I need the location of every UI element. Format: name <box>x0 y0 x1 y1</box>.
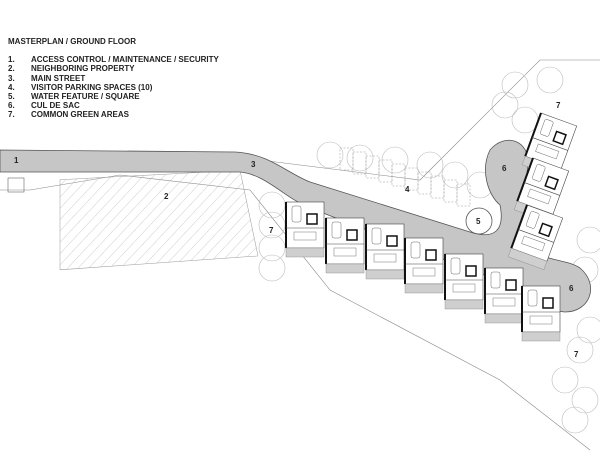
house-unit <box>484 267 524 324</box>
tree-icon <box>416 151 444 179</box>
legend-number: 1. <box>8 55 15 65</box>
house-unit <box>521 285 561 342</box>
legend-number: 6. <box>8 101 15 111</box>
tree-icon <box>491 91 519 119</box>
label-access: 1 <box>14 156 19 165</box>
parking-space <box>391 163 406 187</box>
tree-icon <box>571 386 599 414</box>
legend-label: NEIGHBORING PROPERTY <box>31 64 135 74</box>
legend-label: ACCESS CONTROL / MAINTENANCE / SECURITY <box>31 55 219 65</box>
legend-item: 1. ACCESS CONTROL / MAINTENANCE / SECURIT… <box>8 55 219 64</box>
house-unit <box>285 201 325 258</box>
legend-number: 5. <box>8 92 15 102</box>
plan-title: MASTERPLAN / GROUND FLOOR <box>8 37 136 46</box>
house-unit <box>365 223 405 280</box>
tree-icon <box>258 234 286 262</box>
legend-item: 7. COMMON GREEN AREAS <box>8 110 219 119</box>
legend-label: CUL DE SAC <box>31 101 80 111</box>
label-green-south: 7 <box>574 350 579 359</box>
legend-label: COMMON GREEN AREAS <box>31 110 129 120</box>
legend-item: 2. NEIGHBORING PROPERTY <box>8 64 219 73</box>
tree-icon <box>501 71 529 99</box>
legend-label: VISITOR PARKING SPACES (10) <box>31 82 153 92</box>
tree-icon <box>346 144 374 172</box>
site-boundary-north <box>259 59 600 181</box>
legend-label: WATER FEATURE / SQUARE <box>31 92 140 102</box>
tree-icon <box>566 336 594 364</box>
tree-icon <box>381 146 409 174</box>
label-green-north: 7 <box>556 101 561 110</box>
label-culdesac-south: 6 <box>569 284 574 293</box>
neighboring-property <box>59 169 259 271</box>
house-unit <box>404 237 444 294</box>
tree-icon <box>258 191 286 219</box>
parking-space <box>378 159 393 183</box>
legend-item: 6. CUL DE SAC <box>8 101 219 110</box>
legend-item: 4. VISITOR PARKING SPACES (10) <box>8 83 219 92</box>
parking-space <box>443 179 458 203</box>
legend-number: 2. <box>8 64 15 74</box>
access-building <box>7 177 25 193</box>
parking-space <box>430 175 445 199</box>
legend-item: 5. WATER FEATURE / SQUARE <box>8 92 219 101</box>
tree-icon <box>576 226 600 254</box>
legend-number: 3. <box>8 73 15 83</box>
tree-icon <box>561 406 589 434</box>
legend-number: 4. <box>8 82 15 92</box>
tree-icon <box>258 254 286 282</box>
legend-label: MAIN STREET <box>31 73 86 83</box>
legend: MASTERPLAN / GROUND FLOOR 1. ACCESS CONTR… <box>8 37 219 120</box>
site-boundary <box>0 174 591 451</box>
tree-icon <box>551 366 579 394</box>
water-feature <box>465 207 493 235</box>
tree-icon <box>576 316 600 344</box>
legend-item: 3. MAIN STREET <box>8 74 219 83</box>
parking-space <box>339 147 354 171</box>
label-green-west: 7 <box>269 226 274 235</box>
label-water: 5 <box>476 217 481 226</box>
label-culdesac-north: 6 <box>502 164 507 173</box>
label-street: 3 <box>251 160 256 169</box>
tree-icon <box>316 141 344 169</box>
tree-icon <box>536 66 564 94</box>
label-neighbor: 2 <box>164 192 169 201</box>
house-unit <box>507 204 564 270</box>
label-parking: 4 <box>405 185 410 194</box>
house-unit <box>444 253 484 310</box>
tree-icon <box>441 161 469 189</box>
legend-number: 7. <box>8 110 15 120</box>
house-unit <box>325 217 365 274</box>
